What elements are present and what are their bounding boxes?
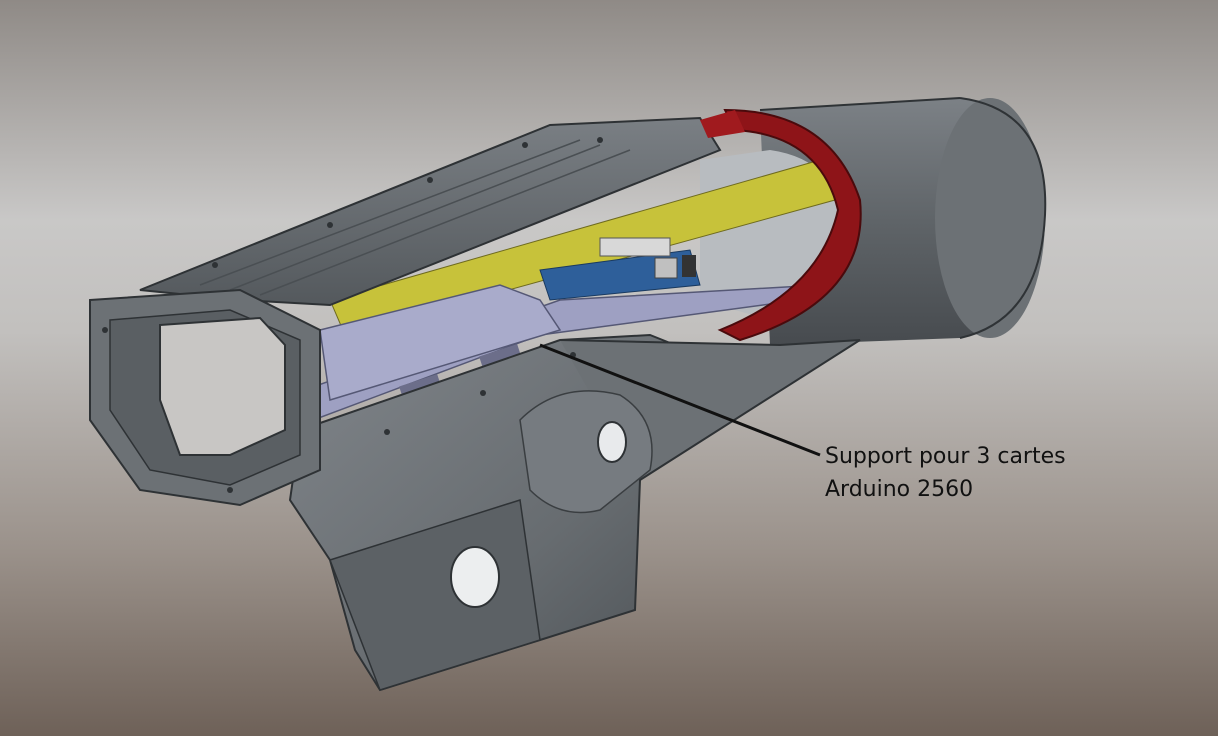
annotation-line-2: Arduino 2560 (825, 477, 974, 502)
red-ring (700, 108, 862, 342)
top-lid-plate (139, 116, 722, 307)
annotation-line-1: Support pour 3 cartes (825, 444, 1066, 469)
pivot-hole (597, 421, 627, 463)
annotation-label: Support pour 3 cartes Arduino 2560 (825, 440, 1145, 506)
main-body (288, 333, 861, 692)
leader-line (539, 343, 821, 457)
arduino-boards (539, 237, 701, 301)
side-hole (450, 546, 500, 608)
left-handle-frame (89, 288, 321, 507)
